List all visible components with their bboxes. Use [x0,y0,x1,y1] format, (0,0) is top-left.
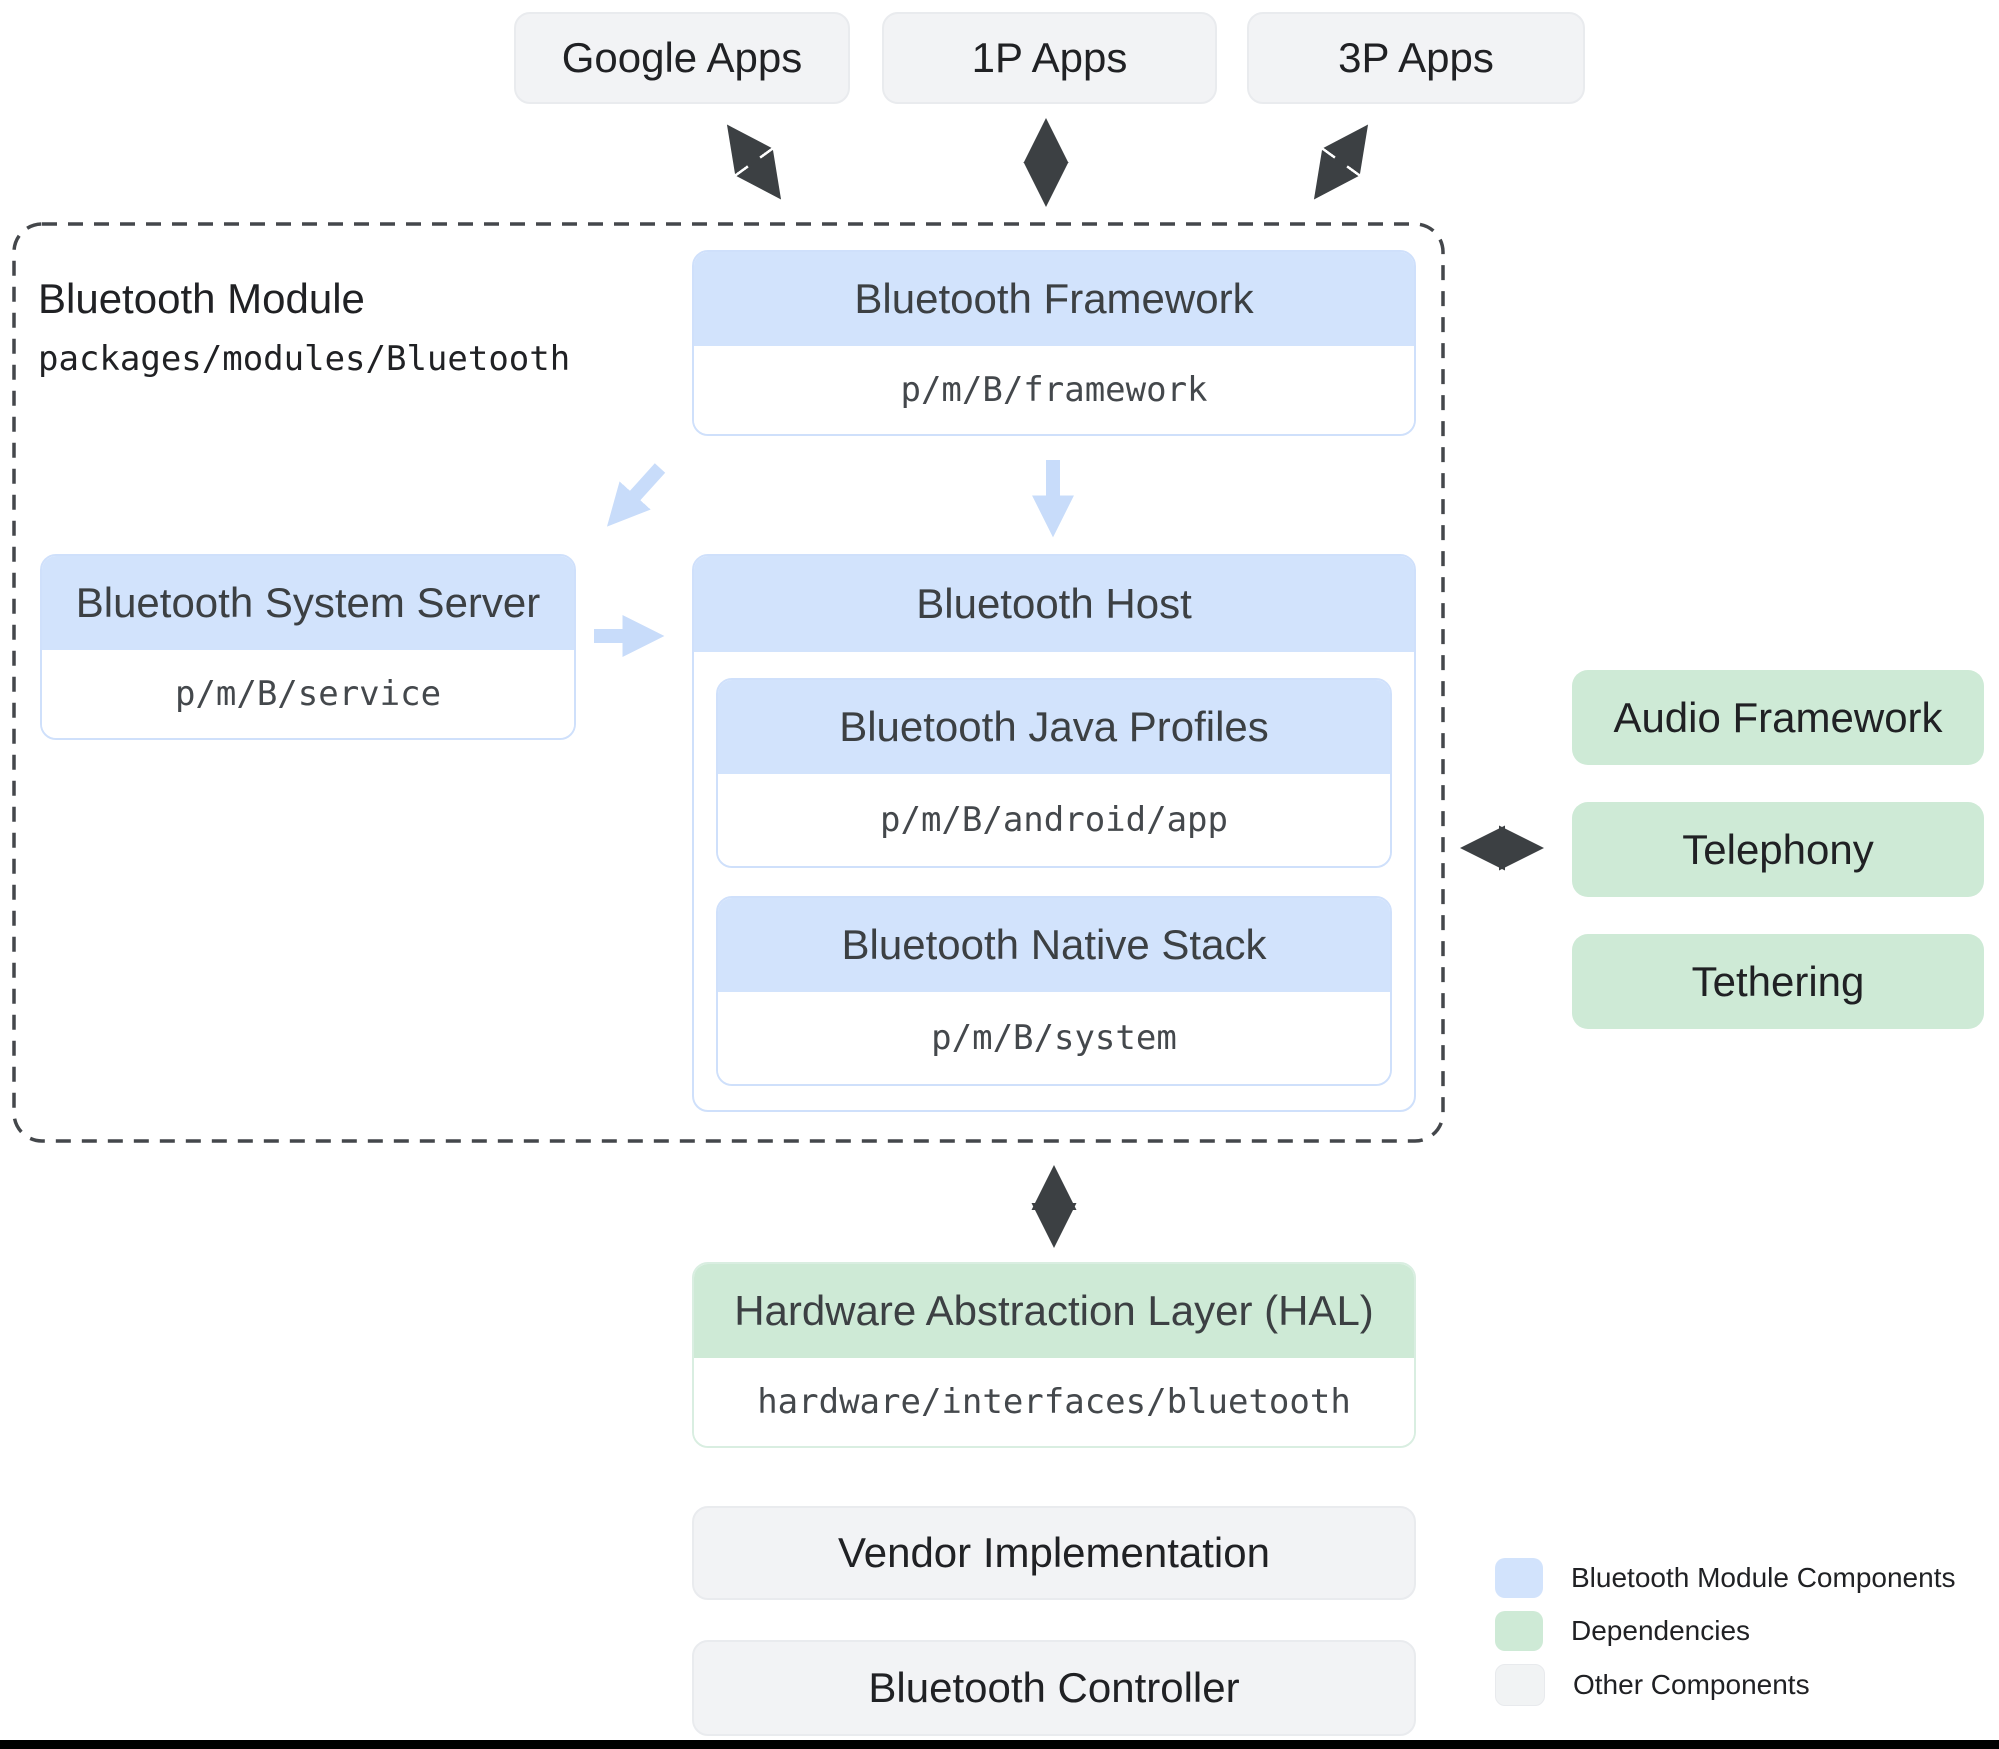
bluetooth-controller-box: Bluetooth Controller [692,1640,1416,1736]
google-apps-bidirectional-arrow-icon [726,124,782,200]
legend-swatch-green [1495,1611,1543,1651]
bottom-edge-bar [0,1740,1999,1749]
tethering-label: Tethering [1691,957,1865,1005]
legend-item-dependencies: Dependencies [1495,1611,1750,1651]
bluetooth-module-dashed-border [12,222,1445,1143]
framework-to-system-server-arrow-icon [606,463,666,527]
bluetooth-native-stack-title: Bluetooth Native Stack [718,898,1390,992]
legend-swatch-gray [1495,1664,1545,1706]
bluetooth-framework-path: p/m/B/framework [694,346,1414,434]
bluetooth-framework-box: Bluetooth Framework p/m/B/framework [692,250,1416,436]
hal-title: Hardware Abstraction Layer (HAL) [694,1264,1414,1358]
3p-apps-label: 3P Apps [1338,34,1494,81]
bluetooth-host-title: Bluetooth Host [694,556,1414,652]
vendor-implementation-box: Vendor Implementation [692,1506,1416,1600]
1p-apps-label: 1P Apps [971,34,1128,81]
3p-apps-box: 3P Apps [1247,12,1585,104]
bluetooth-module-path: packages/modules/Bluetooth [38,339,571,379]
legend-label-dependencies: Dependencies [1571,1615,1751,1646]
bluetooth-java-profiles-title: Bluetooth Java Profiles [718,680,1390,774]
legend-item-module-components: Bluetooth Module Components [1495,1558,1955,1598]
tethering-box: Tethering [1572,934,1984,1029]
google-apps-box: Google Apps [514,12,850,104]
vendor-implementation-label: Vendor Implementation [838,1529,1270,1576]
1p-apps-box: 1P Apps [882,12,1217,104]
bluetooth-java-profiles-path: p/m/B/android/app [718,774,1390,866]
legend-swatch-blue [1495,1558,1543,1598]
bluetooth-framework-title: Bluetooth Framework [694,252,1414,346]
bluetooth-controller-label: Bluetooth Controller [868,1664,1240,1711]
hal-box: Hardware Abstraction Layer (HAL) hardwar… [692,1262,1416,1448]
legend-label-module-components: Bluetooth Module Components [1571,1562,1956,1593]
bluetooth-native-stack-box: Bluetooth Native Stack p/m/B/system [716,896,1392,1086]
bluetooth-system-server-path: p/m/B/service [42,650,574,738]
legend-label-other-components: Other Components [1573,1669,1810,1700]
audio-framework-label: Audio Framework [1613,693,1943,741]
bluetooth-java-profiles-box: Bluetooth Java Profiles p/m/B/android/ap… [716,678,1392,868]
google-apps-label: Google Apps [561,34,803,81]
bluetooth-system-server-title: Bluetooth System Server [42,556,574,650]
telephony-box: Telephony [1572,802,1984,897]
bluetooth-module-title: Bluetooth Module [38,275,365,322]
telephony-label: Telephony [1682,825,1874,873]
bluetooth-native-stack-path: p/m/B/system [718,992,1390,1084]
hal-path: hardware/interfaces/bluetooth [694,1358,1414,1446]
legend-item-other-components: Other Components [1495,1664,1810,1706]
audio-framework-box: Audio Framework [1572,670,1984,765]
3p-apps-bidirectional-arrow-icon [1313,124,1369,200]
bluetooth-system-server-box: Bluetooth System Server p/m/B/service [40,554,576,740]
